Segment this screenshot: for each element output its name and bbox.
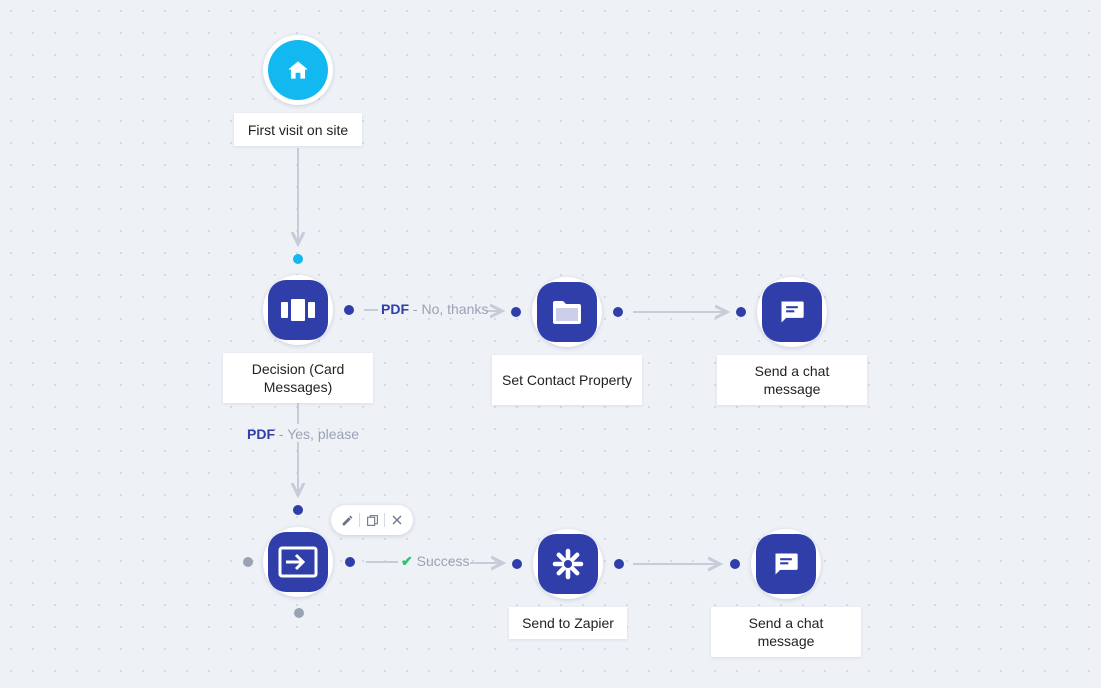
edge-keyword: PDF bbox=[381, 301, 409, 317]
node-action-toolbar bbox=[331, 505, 413, 535]
input-arrow-icon bbox=[268, 532, 328, 592]
chat-bottom-in-port[interactable] bbox=[730, 559, 740, 569]
chat-message-icon bbox=[756, 534, 816, 594]
edge-separator: - bbox=[409, 301, 422, 317]
edge-text: No, thanks bbox=[421, 301, 489, 317]
duplicate-icon[interactable] bbox=[360, 509, 384, 531]
input-left-port[interactable] bbox=[243, 557, 253, 567]
edge-keyword: PDF bbox=[247, 426, 275, 442]
zapier-node[interactable] bbox=[533, 529, 603, 599]
zapier-label: Send to Zapier bbox=[509, 607, 627, 639]
trigger-in-port[interactable] bbox=[293, 254, 303, 264]
edge-label-no-thanks[interactable]: PDF - No, thanks bbox=[381, 301, 488, 317]
edge-text: Success bbox=[416, 553, 470, 569]
toolbar-divider bbox=[384, 513, 385, 527]
edge-separator: - bbox=[275, 426, 288, 442]
chat-message-label-top: Send a chat message bbox=[717, 355, 867, 405]
chat-message-node-top[interactable] bbox=[757, 277, 827, 347]
set-contact-in-port[interactable] bbox=[511, 307, 521, 317]
decision-label: Decision (Card Messages) bbox=[223, 353, 373, 403]
zapier-out-port[interactable] bbox=[614, 559, 624, 569]
set-contact-label: Set Contact Property bbox=[492, 355, 642, 405]
decision-node[interactable] bbox=[263, 275, 333, 345]
edit-icon[interactable] bbox=[335, 509, 359, 531]
chat-top-in-port[interactable] bbox=[736, 307, 746, 317]
chat-message-icon bbox=[762, 282, 822, 342]
set-contact-out-port[interactable] bbox=[613, 307, 623, 317]
chat-message-node-bottom[interactable] bbox=[751, 529, 821, 599]
set-contact-node[interactable] bbox=[532, 277, 602, 347]
zapier-in-port[interactable] bbox=[512, 559, 522, 569]
decision-out-port-right[interactable] bbox=[344, 305, 354, 315]
toolbar-divider bbox=[359, 513, 360, 527]
zapier-asterisk-icon bbox=[538, 534, 598, 594]
edge-text: Yes, please bbox=[287, 426, 360, 442]
trigger-label: First visit on site bbox=[234, 113, 362, 146]
checkmark-icon: ✔ bbox=[401, 553, 413, 569]
edge-label-yes-please[interactable]: PDF - Yes, please bbox=[247, 426, 359, 442]
input-in-port[interactable] bbox=[293, 505, 303, 515]
carousel-cards-icon bbox=[268, 280, 328, 340]
close-icon[interactable] bbox=[385, 509, 409, 531]
input-action-node[interactable] bbox=[263, 527, 333, 597]
input-bottom-port[interactable] bbox=[294, 608, 304, 618]
trigger-node[interactable] bbox=[263, 35, 333, 105]
folder-icon bbox=[537, 282, 597, 342]
input-out-port[interactable] bbox=[345, 557, 355, 567]
chat-message-label-bottom: Send a chat message bbox=[711, 607, 861, 657]
home-icon bbox=[268, 40, 328, 100]
edge-label-success[interactable]: ✔ Success bbox=[401, 553, 470, 570]
